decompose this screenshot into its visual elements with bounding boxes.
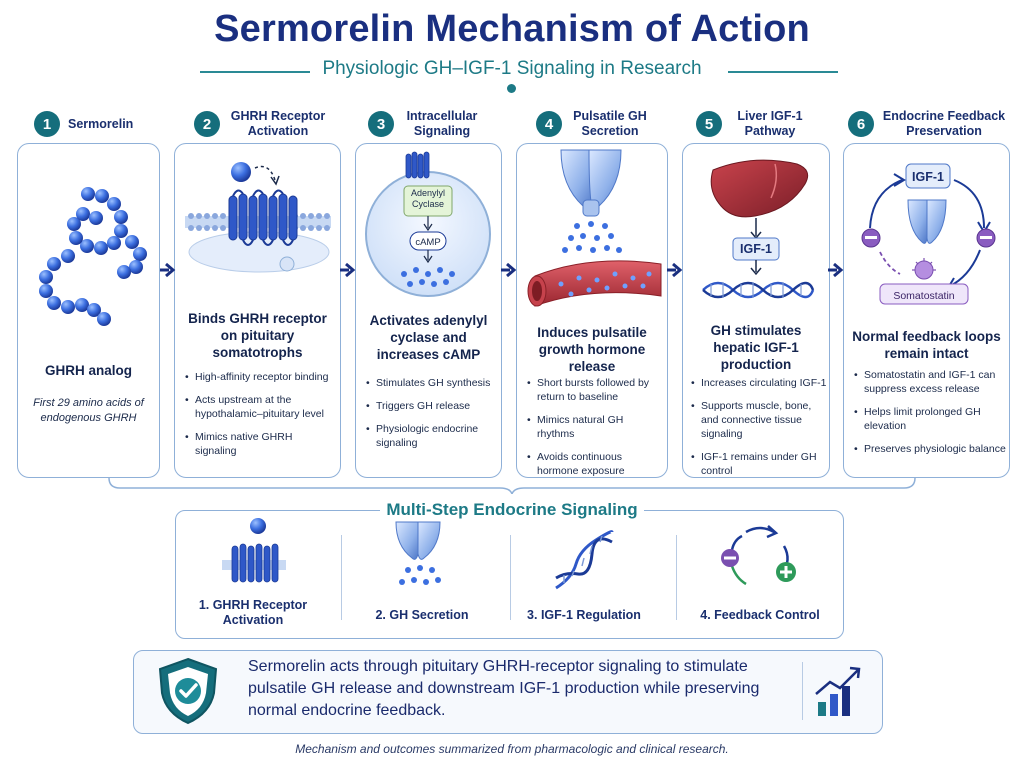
arrow-right-icon — [828, 262, 844, 278]
step-2-bullet: Acts upstream at the hypothalamic–pituit… — [183, 393, 335, 421]
multi-step-item-1-label: 1. GHRH Receptor Activation — [198, 598, 308, 627]
igf1-feedback-label: IGF-1 — [912, 170, 944, 184]
multi-step-item-2-label: 2. GH Secretion — [375, 608, 469, 622]
step-3-bullet: Triggers GH release — [364, 399, 496, 413]
step-6-bullets: Somatostatin and IGF-1 can suppress exce… — [852, 368, 1006, 465]
step-4-number: 4 — [536, 111, 562, 137]
bracket-connector — [108, 478, 916, 494]
step-4-header: 4 Pulsatile GH Secretion — [536, 104, 656, 144]
step-4-card-title: Induces pulsatile growth hormone release — [537, 325, 647, 374]
ghrh-receptor-icon — [185, 162, 331, 273]
step-6-label: Endocrine Feedback Preservation — [882, 109, 1006, 138]
step-5-bullets: Increases circulating IGF-1 Supports mus… — [689, 376, 827, 487]
step-3-label: Intracellular Signaling — [406, 109, 478, 138]
step-5-header: 5 Liver IGF-1 Pathway — [696, 104, 816, 144]
arrow-right-icon — [501, 262, 517, 278]
step-6-bullet: Preserves physiologic balance — [852, 442, 1006, 456]
step-5-card: IGF-1 GH stimulates hepatic IGF-1 produc… — [682, 143, 830, 478]
step-6-card-title: Normal feedback loops remain intact — [852, 329, 1001, 361]
somatostatin-label: Somatostatin — [893, 290, 955, 302]
step-2-bullet: High-affinity receptor binding — [183, 370, 335, 384]
peptide-chain-icon — [39, 187, 147, 326]
step-1-note: First 29 amino acids of endogenous GHRH — [33, 397, 144, 424]
panel-divider — [676, 535, 677, 620]
panel-divider — [341, 535, 342, 620]
panel-divider — [510, 535, 511, 620]
step-2-bullet: Mimics native GHRH signaling — [183, 430, 335, 458]
step-5-number: 5 — [696, 111, 722, 137]
step-4-bullet: Mimics natural GH rhythms — [525, 413, 663, 441]
footer-note: Mechanism and outcomes summarized from p… — [295, 742, 729, 756]
step-1-label: Sermorelin — [68, 116, 134, 131]
liver-igf1-icon — [702, 159, 815, 299]
arrow-right-icon — [667, 262, 683, 278]
shield-check-icon — [158, 657, 218, 725]
subtitle-divider-right — [728, 71, 838, 73]
page-subtitle: Physiologic GH–IGF-1 Signaling in Resear… — [322, 58, 702, 79]
step-4-label: Pulsatile GH Secretion — [573, 109, 647, 138]
arrow-right-icon — [340, 262, 356, 278]
step-2-number: 2 — [194, 111, 220, 137]
page-title: Sermorelin Mechanism of Action — [214, 8, 810, 50]
summary-divider — [802, 662, 803, 720]
step-6-card: IGF-1 Somatostatin Normal feedback loops… — [843, 143, 1010, 478]
step-2-card-title: Binds GHRH receptor on pituitary somatot… — [188, 311, 327, 360]
pituitary-icon — [395, 521, 441, 585]
camp-label: cAMP — [415, 237, 441, 248]
step-4-bullet: Short bursts followed by return to basel… — [525, 376, 663, 404]
cell-signaling-icon — [365, 151, 491, 297]
step-1-card: GHRH analog First 29 amino acids of endo… — [17, 143, 160, 478]
step-3-card-title: Activates adenylyl cyclase and increases… — [369, 313, 488, 362]
arrow-right-icon — [160, 262, 176, 278]
step-6-number: 6 — [848, 111, 874, 137]
growth-chart-icon — [815, 666, 861, 716]
step-3-bullet: Physiologic endocrine signaling — [364, 422, 496, 450]
step-5-card-title: GH stimulates hepatic IGF-1 production — [710, 323, 802, 372]
receptor-icon — [222, 518, 286, 583]
step-2-header: 2 GHRH Receptor Activation — [194, 104, 334, 144]
step-2-label: GHRH Receptor Activation — [230, 109, 326, 138]
step-6-bullet: Somatostatin and IGF-1 can suppress exce… — [852, 368, 1006, 396]
step-3-card: Adenylyl Cyclase cAMP Activates adenylyl… — [355, 143, 502, 478]
multi-step-title: Multi-Step Endocrine Signaling — [380, 500, 644, 520]
feedback-cycle-icon — [721, 525, 796, 586]
step-3-bullet: Stimulates GH synthesis — [364, 376, 496, 390]
step-1-card-title: GHRH analog — [44, 363, 132, 378]
step-3-header: 3 Intracellular Signaling — [368, 104, 488, 144]
step-5-bullet: Supports muscle, bone, and connective ti… — [689, 399, 827, 441]
step-1-number: 1 — [34, 111, 60, 137]
summary-panel — [133, 650, 883, 734]
dna-icon — [555, 530, 614, 590]
step-4-card: Induces pulsatile growth hormone release… — [516, 143, 668, 478]
feedback-loop-icon — [861, 163, 996, 305]
step-1-header: 1 Sermorelin — [34, 104, 164, 144]
step-3-bullets: Stimulates GH synthesis Triggers GH rele… — [364, 376, 496, 459]
summary-text: Sermorelin acts through pituitary GHRH-r… — [248, 658, 760, 719]
subtitle-divider-left — [200, 71, 310, 73]
multi-step-item-4-label: 4. Feedback Control — [700, 608, 820, 622]
adenylyl-cyclase-label: Adenylyl Cyclase — [410, 188, 446, 209]
multi-step-item-3-label: 3. IGF-1 Regulation — [527, 608, 641, 622]
step-5-bullet: Increases circulating IGF-1 — [689, 376, 827, 390]
step-4-bullets: Short bursts followed by return to basel… — [525, 376, 663, 487]
step-5-label: Liver IGF-1 Pathway — [737, 109, 803, 138]
igf1-liver-label: IGF-1 — [740, 242, 772, 256]
step-2-bullets: High-affinity receptor binding Acts upst… — [183, 370, 335, 467]
step-5-bullet: IGF-1 remains under GH control — [689, 450, 827, 478]
step-4-bullet: Avoids continuous hormone exposure — [525, 450, 663, 478]
step-3-number: 3 — [368, 111, 394, 137]
step-6-bullet: Helps limit prolonged GH elevation — [852, 405, 1006, 433]
subtitle-dot — [507, 84, 516, 93]
pituitary-bloodstream-icon — [527, 149, 662, 307]
step-2-card: Binds GHRH receptor on pituitary somatot… — [174, 143, 341, 478]
step-6-header: 6 Endocrine Feedback Preservation — [848, 104, 1008, 144]
